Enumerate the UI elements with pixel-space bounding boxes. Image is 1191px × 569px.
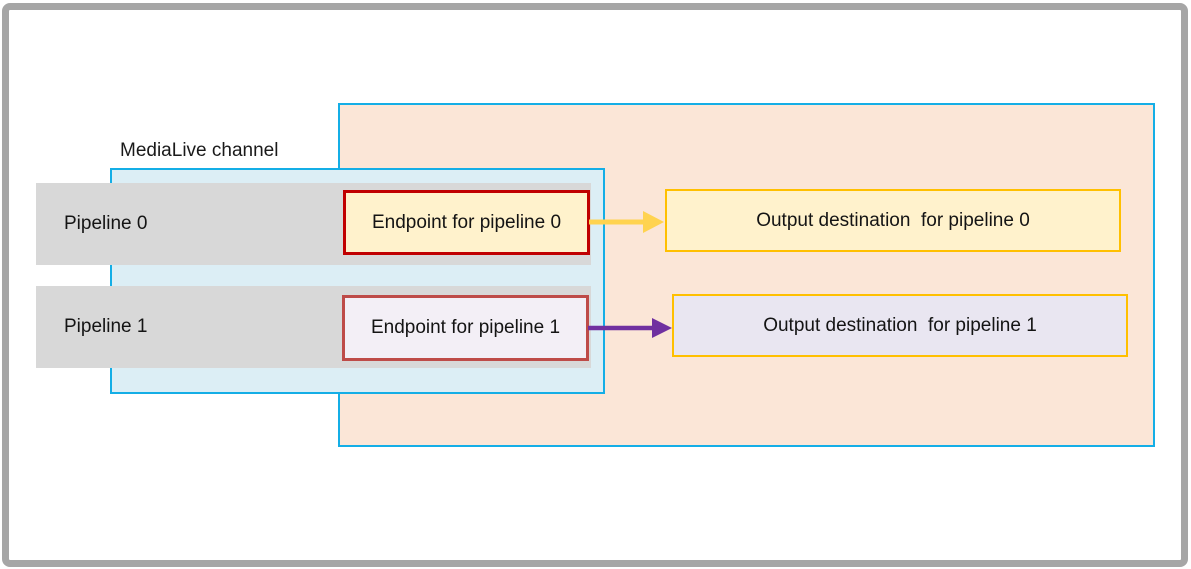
endpoint-pipeline-1-label: Endpoint for pipeline 1 <box>370 317 561 338</box>
output-destination-pipeline-1-label: Output destination for pipeline 1 <box>763 314 1037 336</box>
output-destination-pipeline-0-label: Output destination for pipeline 0 <box>756 209 1030 231</box>
output-destination-pipeline-0-box: Output destination for pipeline 0 <box>665 189 1121 252</box>
medialive-channel-label: MediaLive channel <box>120 140 279 161</box>
endpoint-pipeline-1-box: Endpoint for pipeline 1 <box>342 295 589 361</box>
pipeline-0-label: Pipeline 0 <box>64 213 148 234</box>
endpoint-pipeline-0-box: Endpoint for pipeline 0 <box>343 190 590 255</box>
output-destination-pipeline-1-box: Output destination for pipeline 1 <box>672 294 1128 357</box>
endpoint-pipeline-0-label: Endpoint for pipeline 0 <box>371 211 562 233</box>
pipeline-1-label: Pipeline 1 <box>64 316 148 337</box>
